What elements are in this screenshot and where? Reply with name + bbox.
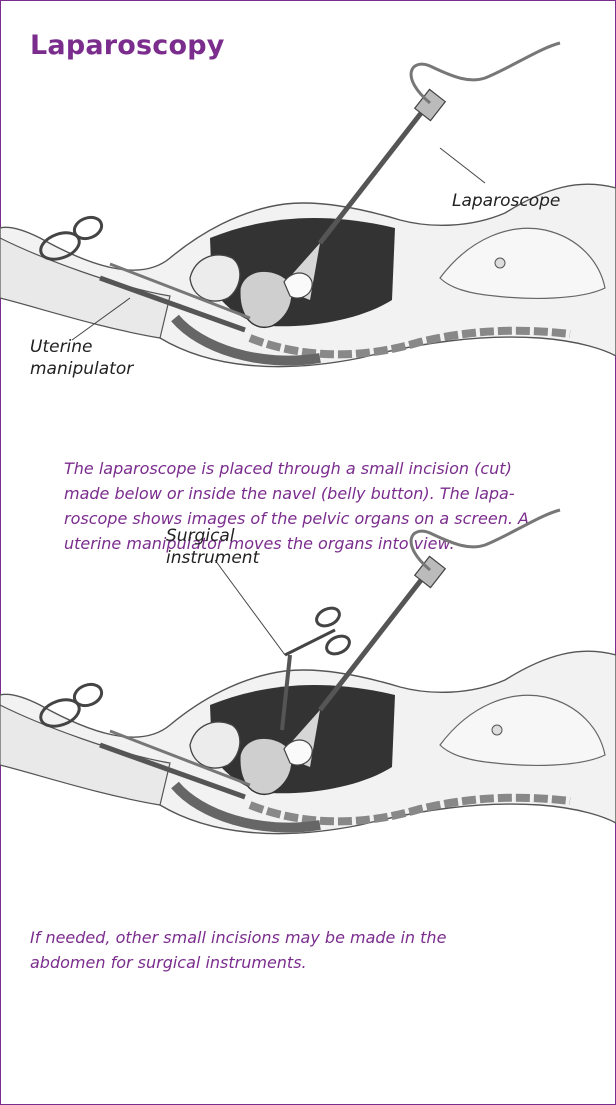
surgical-instrument-label-line: instrument — [166, 547, 259, 569]
surgical-instrument-ring1 — [314, 605, 343, 630]
nipple — [492, 725, 502, 735]
manipulator-handle-ring2 — [71, 214, 104, 242]
caption-line: made below or inside the navel (belly bu… — [64, 481, 529, 506]
caption-line: The laparoscope is placed through a smal… — [64, 456, 529, 481]
uterine-manipulator-label-line: manipulator — [30, 358, 133, 380]
nipple — [495, 258, 505, 268]
caption-line: If needed, other small incisions may be … — [30, 925, 446, 950]
uterine-manipulator-label-line: Uterine — [30, 336, 133, 358]
surgical-instrument-leader — [215, 560, 285, 655]
laparoscopy-with-instrument-illustration — [0, 505, 616, 885]
laparoscope-label: Laparoscope — [452, 190, 560, 212]
surgical-instrument-label: Surgical instrument — [166, 525, 259, 569]
figure2-caption: If needed, other small incisions may be … — [30, 925, 446, 975]
uterine-manipulator-label: Uterine manipulator — [30, 336, 133, 380]
laparoscope-leader — [440, 148, 485, 183]
surgical-instrument-ring2 — [324, 633, 353, 658]
caption-line: abdomen for surgical instruments. — [30, 950, 446, 975]
manipulator-handle-ring2 — [71, 681, 104, 709]
surgical-instrument-label-line: Surgical — [166, 525, 259, 547]
